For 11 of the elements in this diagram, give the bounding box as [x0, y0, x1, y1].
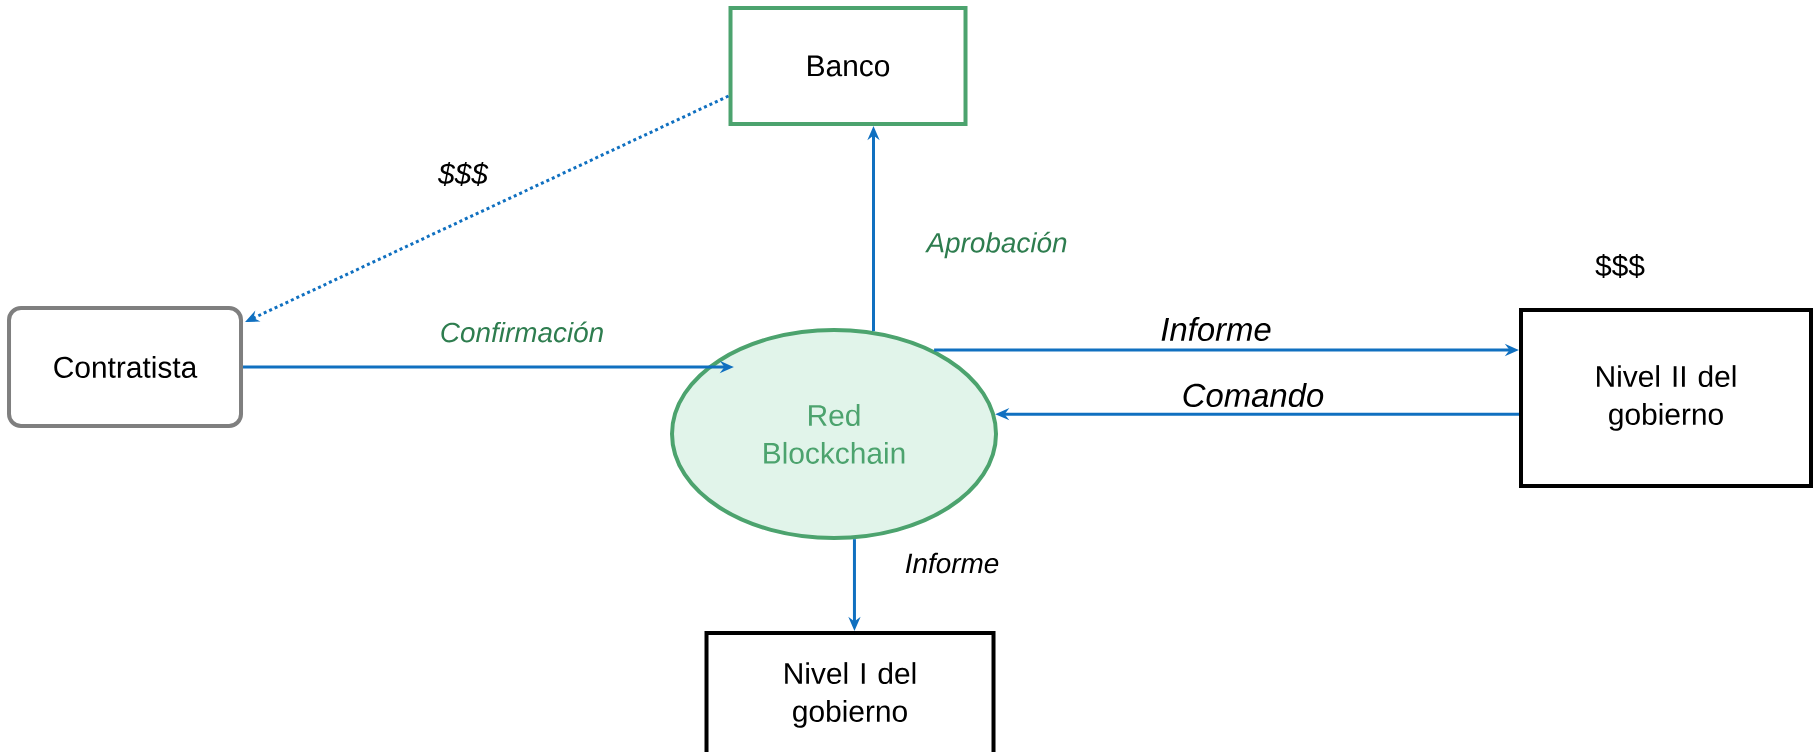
edge-label: $$$	[436, 159, 490, 189]
edge-label: Informe	[1158, 314, 1274, 344]
edge-label: Comando	[1179, 380, 1327, 410]
edge-label: Aprobación	[924, 229, 1070, 261]
note-text: $$$	[1595, 253, 1645, 279]
government-box: Nivel I del gobierno	[704, 631, 996, 752]
edge-label: Informe	[902, 550, 1002, 576]
bank-box: Banco	[728, 6, 968, 126]
government-box: Nivel II del gobierno	[1519, 308, 1813, 488]
contractor-box: Contratista	[7, 306, 243, 428]
edge-label: Confirmación	[437, 319, 607, 345]
